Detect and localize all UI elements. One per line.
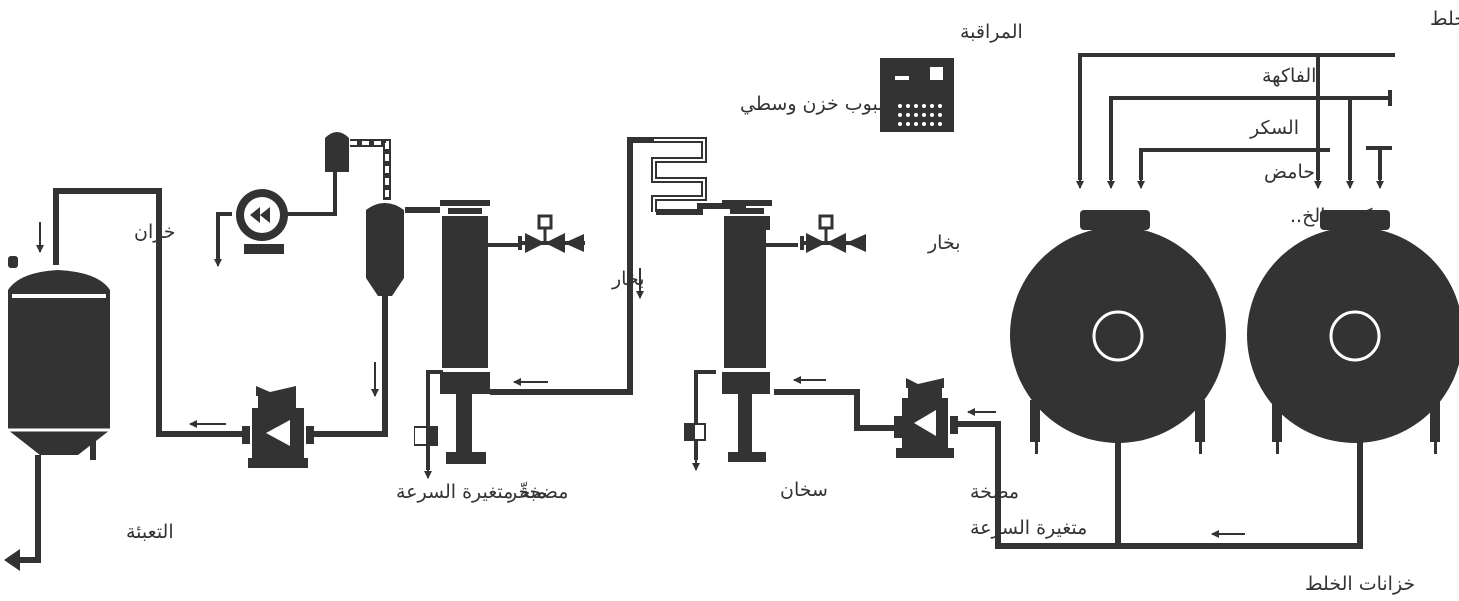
filling-arrow-icon: [4, 549, 20, 571]
control-panel: [880, 58, 954, 132]
label-pump-right-line2: متغيرة السرعة: [970, 517, 1087, 539]
pipe-pump-to-heater: [774, 389, 900, 431]
label-evaporator: مبخّر: [507, 481, 547, 503]
label-feed-pipes: أنابيب التغذية لخزاني الخلط: [1430, 6, 1459, 30]
mixing-tank-right: [1247, 210, 1459, 454]
heat-exchanger-icon: [724, 230, 766, 368]
pump-right: [894, 378, 958, 458]
label-heater: سخان: [780, 479, 828, 501]
pipe-vacuum-line: [285, 168, 337, 216]
separator-vessel: [366, 203, 404, 296]
heater-steam-valve: [800, 214, 866, 253]
feed-pipe-1: [1078, 53, 1395, 180]
steam-inlet-arrow-icon: [846, 234, 866, 252]
separator-vessel-icon: [366, 203, 404, 296]
pipe-header-to-pump-right: [958, 421, 1118, 549]
vacuum-pump: [236, 189, 288, 254]
pipe-tank-outlet-header: [1115, 438, 1363, 549]
label-pectin: بكتين، إلخ..: [1290, 205, 1379, 228]
mixing-tank-icon: [1247, 227, 1459, 443]
label-sugar: السكر: [1249, 117, 1299, 139]
label-tank: خزان: [134, 221, 175, 243]
label-filling: التعبئة: [126, 521, 174, 543]
label-buffer-pipe: أنبوب خزن وسطي: [740, 91, 889, 115]
evaporator: [440, 200, 520, 464]
condensate-line: [350, 139, 391, 200]
flow-arrows: [36, 162, 1384, 538]
evaporator-steam-valve: [518, 214, 585, 253]
heat-exchanger-icon: [442, 230, 488, 368]
label-steam-evaporator: بخار: [611, 268, 645, 290]
pipe-separator-to-pump: [312, 295, 388, 437]
pipe-filling-outlet: [18, 455, 41, 563]
label-steam-heater: بخار: [927, 232, 961, 254]
condenser-vessel: [325, 132, 349, 172]
pipe-heater-drain: [694, 370, 716, 460]
heater: [722, 200, 798, 462]
buffer-holding-tube: [651, 137, 707, 212]
pipe-buffer-to-evaporator: [490, 137, 654, 395]
label-mixing-tanks: خزانات الخلط: [1305, 573, 1415, 595]
storage-tank-icon: [8, 270, 110, 455]
label-fruit: الفاكهة: [1262, 65, 1316, 87]
label-monitoring: المراقبة: [960, 21, 1023, 43]
mixing-tank-icon: [1010, 227, 1226, 443]
label-pump-right-line1: مضخة: [970, 481, 1019, 503]
label-pump-left: مضخة متغيرة السرعة: [396, 481, 568, 503]
steam-inlet-arrow-icon: [564, 234, 584, 252]
labels: أنابيب التغذية لخزاني الخلط المراقبة الف…: [126, 6, 1459, 595]
pump-left: [242, 386, 314, 468]
storage-tank: [8, 256, 110, 460]
feed-pipe-2: [1109, 96, 1390, 180]
pipe-vacuum-outlet: [216, 212, 232, 262]
label-acid: حامض: [1264, 161, 1315, 183]
pipe-pump-to-tank: [53, 188, 246, 437]
mixing-tank-left: [1010, 210, 1226, 454]
